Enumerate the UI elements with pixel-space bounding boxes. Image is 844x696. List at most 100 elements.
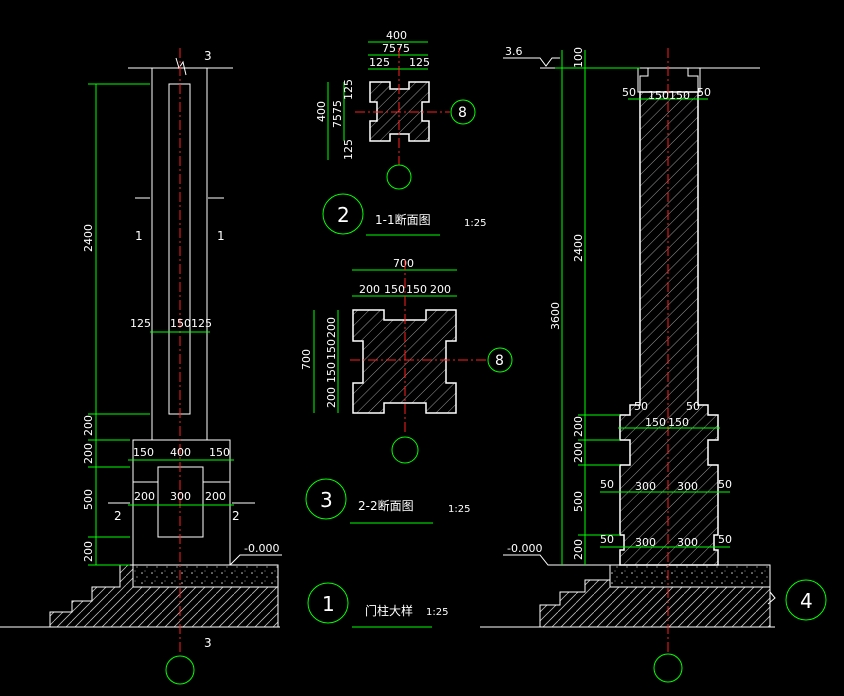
dim-500: 500 xyxy=(82,489,95,510)
side-top-4: 50 xyxy=(697,86,711,99)
dim-base-2: 300 xyxy=(170,490,191,503)
s1-v-total: 400 xyxy=(315,101,328,122)
cut-mark-top: 3 xyxy=(204,49,212,63)
side-dim-3600: 3600 xyxy=(549,302,562,330)
top-level-mark xyxy=(503,57,560,67)
cut1-left-label: 1 xyxy=(135,229,143,243)
break-symbol xyxy=(175,57,187,76)
cut1-right-label: 1 xyxy=(217,229,225,243)
detail-bubble-4 xyxy=(785,579,827,621)
detail-number-4: 4 xyxy=(800,589,813,613)
dim-cap-2: 400 xyxy=(170,446,191,459)
ground-fill xyxy=(49,564,279,628)
side-dim-100: 100 xyxy=(572,47,585,68)
side-axis-bubble-bottom xyxy=(653,653,683,683)
s1-axis-bubble-bottom xyxy=(386,164,412,190)
side-mid-3: 150 xyxy=(668,416,689,429)
dim-2400: 2400 xyxy=(82,224,95,252)
level-label: -0.000 xyxy=(244,542,279,555)
side-mid-2: 150 xyxy=(645,416,666,429)
side-mid-1: 50 xyxy=(634,400,648,413)
detail-number-3: 3 xyxy=(320,488,333,512)
side-base-3: 300 xyxy=(677,536,698,549)
s2-part-4: 200 xyxy=(430,283,451,296)
detail-bubble-3 xyxy=(305,478,347,520)
side-dim-500: 500 xyxy=(572,491,585,512)
s1-axis-bubble xyxy=(450,99,476,125)
section2-outline xyxy=(352,309,457,414)
side-section-view: 3.6 -0.000 4 100 2400 3600 200 200 500 2… xyxy=(480,45,827,683)
s1-v-sub2: 7575 xyxy=(331,100,344,128)
side-lower-4: 50 xyxy=(718,478,732,491)
side-footing xyxy=(609,564,771,588)
s2-part-1: 200 xyxy=(359,283,380,296)
side-dim-200a: 200 xyxy=(572,416,585,437)
s1-axis-label: 8 xyxy=(458,105,467,121)
side-break xyxy=(767,591,776,605)
detail-bubble-2 xyxy=(322,193,364,235)
cut2-right-label: 2 xyxy=(232,509,240,523)
s2-v-part-3: 150 xyxy=(325,362,338,383)
s1-left: 125 xyxy=(369,56,390,69)
axis-bubble-bottom xyxy=(165,655,195,685)
dim-shaft-1: 125 xyxy=(130,317,151,330)
detail-scale-1: 1:25 xyxy=(426,607,448,618)
section-2-2: 700 200 150 150 200 700 200 150 150 200 … xyxy=(300,257,513,524)
s2-total: 700 xyxy=(393,257,414,270)
detail-number-1: 1 xyxy=(322,592,335,616)
dim-base-1: 200 xyxy=(134,490,155,503)
side-lower-2: 300 xyxy=(635,480,656,493)
s1-v-sub1: 125 xyxy=(342,79,355,100)
detail-title-3: 2-2断面图 xyxy=(358,498,414,513)
dim-200: 200 xyxy=(82,541,95,562)
s1-total: 400 xyxy=(386,29,407,42)
cut2-left-label: 2 xyxy=(114,509,122,523)
s2-part-2: 150 xyxy=(384,283,405,296)
side-dim-200c: 200 xyxy=(572,539,585,560)
s1-v-sub3: 125 xyxy=(342,139,355,160)
side-base-2: 300 xyxy=(635,536,656,549)
side-top-2: 150 xyxy=(648,89,669,102)
s2-axis-bubble xyxy=(487,347,513,373)
detail-scale-3: 1:25 xyxy=(448,504,470,515)
side-dim-200b: 200 xyxy=(572,442,585,463)
elevation-view: 3 1 1 2 2 -0.000 3 240 xyxy=(0,48,448,685)
level-top-label: 3.6 xyxy=(505,45,523,58)
detail-scale-2: 1:25 xyxy=(464,218,486,229)
side-mid-4: 50 xyxy=(686,400,700,413)
dim-shaft-3: 125 xyxy=(191,317,212,330)
side-base-1: 50 xyxy=(600,533,614,546)
s2-v-part-1: 200 xyxy=(325,317,338,338)
side-column-body xyxy=(619,91,719,566)
s1-sub: 7575 xyxy=(382,42,410,55)
dim-200: 200 xyxy=(82,415,95,436)
section-1-1: 400 7575 125 125 400 125 7575 125 8 2 1-… xyxy=(315,29,486,236)
detail-title-2: 1-1断面图 xyxy=(375,212,431,227)
s1-right: 125 xyxy=(409,56,430,69)
dim-cap-1: 150 xyxy=(133,446,154,459)
s2-axis-bubble-bottom xyxy=(391,436,419,464)
side-level-mark xyxy=(503,554,610,566)
dim-cap-3: 150 xyxy=(209,446,230,459)
detail-title-1: 门柱大样 xyxy=(365,603,413,618)
s2-v-part-2: 150 xyxy=(325,339,338,360)
level-mark-line xyxy=(229,554,282,566)
side-level-label: -0.000 xyxy=(507,542,542,555)
dim-shaft-2: 150 xyxy=(170,317,191,330)
side-ground-fill xyxy=(539,579,771,628)
detail-number-2: 2 xyxy=(337,203,350,227)
side-top-3: 150 xyxy=(669,89,690,102)
s2-v-total: 700 xyxy=(300,349,313,370)
side-top-1: 50 xyxy=(622,86,636,99)
s2-part-3: 150 xyxy=(406,283,427,296)
side-lower-1: 50 xyxy=(600,478,614,491)
s2-v-part-4: 200 xyxy=(325,387,338,408)
side-base-4: 50 xyxy=(718,533,732,546)
s2-axis-label: 8 xyxy=(495,353,504,369)
side-dim-2400: 2400 xyxy=(572,234,585,262)
dim-200: 200 xyxy=(82,443,95,464)
concrete-footing xyxy=(132,564,279,588)
dim-base-3: 200 xyxy=(205,490,226,503)
cut-mark-bottom: 3 xyxy=(204,636,212,650)
